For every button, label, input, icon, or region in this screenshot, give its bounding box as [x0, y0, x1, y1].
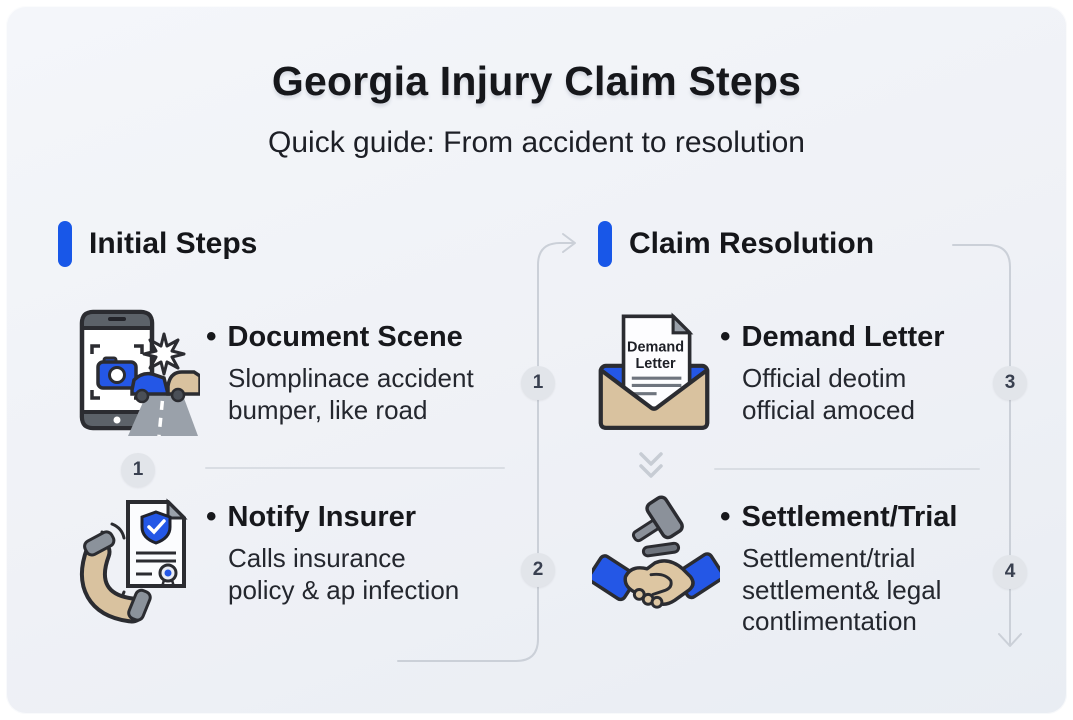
description-line: Settlement/trial	[742, 543, 916, 573]
step-title: • Demand Letter	[720, 320, 945, 354]
description-line: policy & ap infection	[228, 574, 460, 605]
step-description: Settlement/trial settlement& legal contl…	[742, 543, 957, 638]
step-title-text: Notify Insurer	[227, 501, 417, 533]
bullet-icon: •	[206, 500, 217, 533]
step-badge-1: 1	[521, 366, 555, 400]
divider-line-right	[714, 468, 980, 470]
envelope-label-line1: Demand	[627, 339, 684, 355]
step-description: Calls insurance policy & ap infection	[228, 543, 459, 606]
description-line: Official deotim	[742, 363, 907, 393]
step-title: • Notify Insurer	[206, 500, 459, 534]
description-line: bumper, like road	[228, 394, 428, 425]
step-notify-insurer: • Notify Insurer Calls insurance policy …	[206, 500, 459, 606]
phone-document-icon	[76, 486, 200, 624]
description-line: official amoced	[742, 394, 915, 425]
section-title: Claim Resolution	[629, 227, 875, 260]
step-title-text: Settlement/Trial	[741, 501, 958, 533]
page-title: Georgia Injury Claim Steps	[271, 58, 802, 104]
envelope-label-line2: Letter	[635, 356, 675, 372]
description-line: Calls insurance	[228, 543, 406, 573]
section-header-initial-steps: Initial Steps	[58, 221, 257, 267]
description-line: Slomplinace accident	[228, 363, 474, 393]
step-title-text: Demand Letter	[741, 321, 945, 353]
page-subtitle: Quick guide: From accident to resolution	[268, 126, 805, 159]
step-document-scene: • Document Scene Slomplinace accident bu…	[206, 320, 474, 426]
divider-badge-1: 1	[121, 453, 155, 487]
step-settlement-trial: • Settlement/Trial Settlement/trial sett…	[720, 500, 957, 638]
divider-line-left	[205, 467, 505, 469]
step-badge-3: 3	[993, 366, 1027, 400]
step-description: Official deotim official amoced	[742, 363, 945, 426]
accent-bar	[58, 221, 72, 267]
step-title: • Settlement/Trial	[720, 500, 957, 534]
step-badge-2: 2	[521, 553, 555, 587]
bullet-icon: •	[720, 500, 731, 533]
step-description: Slomplinace accident bumper, like road	[228, 363, 474, 426]
step-title: • Document Scene	[206, 320, 474, 354]
step-demand-letter: • Demand Letter Official deotim official…	[720, 320, 945, 426]
chevron-down-icon	[639, 452, 663, 478]
accent-bar	[598, 221, 612, 267]
section-header-claim-resolution: Claim Resolution	[598, 221, 874, 267]
section-title: Initial Steps	[89, 227, 258, 260]
handshake-gavel-icon	[592, 488, 720, 624]
description-line: contlimentation	[742, 606, 917, 637]
phone-accident-icon	[74, 308, 200, 436]
demand-letter-envelope-icon: Demand Letter	[594, 308, 714, 434]
bullet-icon: •	[206, 320, 217, 353]
description-line: settlement& legal	[742, 574, 942, 605]
bullet-icon: •	[720, 320, 731, 353]
step-title-text: Document Scene	[227, 321, 463, 353]
step-badge-4: 4	[993, 555, 1027, 589]
